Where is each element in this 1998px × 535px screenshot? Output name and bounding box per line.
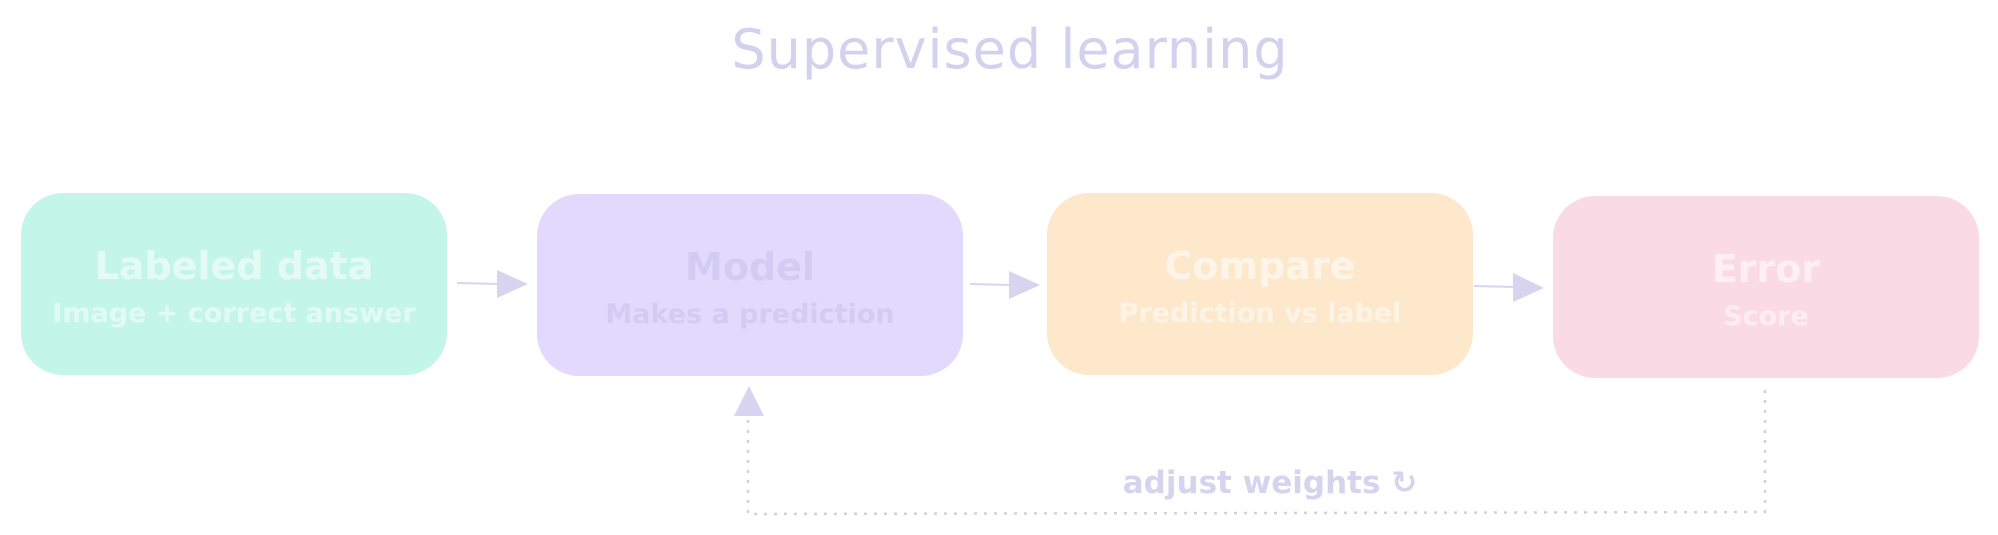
node-subtitle: Score <box>1723 301 1809 332</box>
feedback-label: adjust weights ↻ <box>1122 465 1418 501</box>
node-title: Error <box>1711 247 1821 291</box>
feedback-arrow-head <box>734 386 764 416</box>
node-subtitle: Prediction vs label <box>1118 298 1402 329</box>
node-title: Model <box>685 245 815 289</box>
node-title: Labeled data <box>94 244 374 288</box>
node-error: Error Score <box>1553 196 1979 378</box>
node-model: Model Makes a prediction <box>537 194 963 376</box>
node-subtitle: Makes a prediction <box>605 299 895 330</box>
node-compare: Compare Prediction vs label <box>1047 193 1473 375</box>
arrow-model-to-compare <box>969 271 1040 299</box>
arrow-compare-to-error <box>1473 273 1544 302</box>
node-subtitle: Image + correct answer <box>52 298 416 329</box>
node-labeled-data: Labeled data Image + correct answer <box>21 193 447 375</box>
arrow-labeled-to-model <box>456 270 528 298</box>
diagram-title: Supervised learning <box>731 18 1289 81</box>
node-title: Compare <box>1164 244 1356 288</box>
feedback-loop <box>734 386 1767 516</box>
